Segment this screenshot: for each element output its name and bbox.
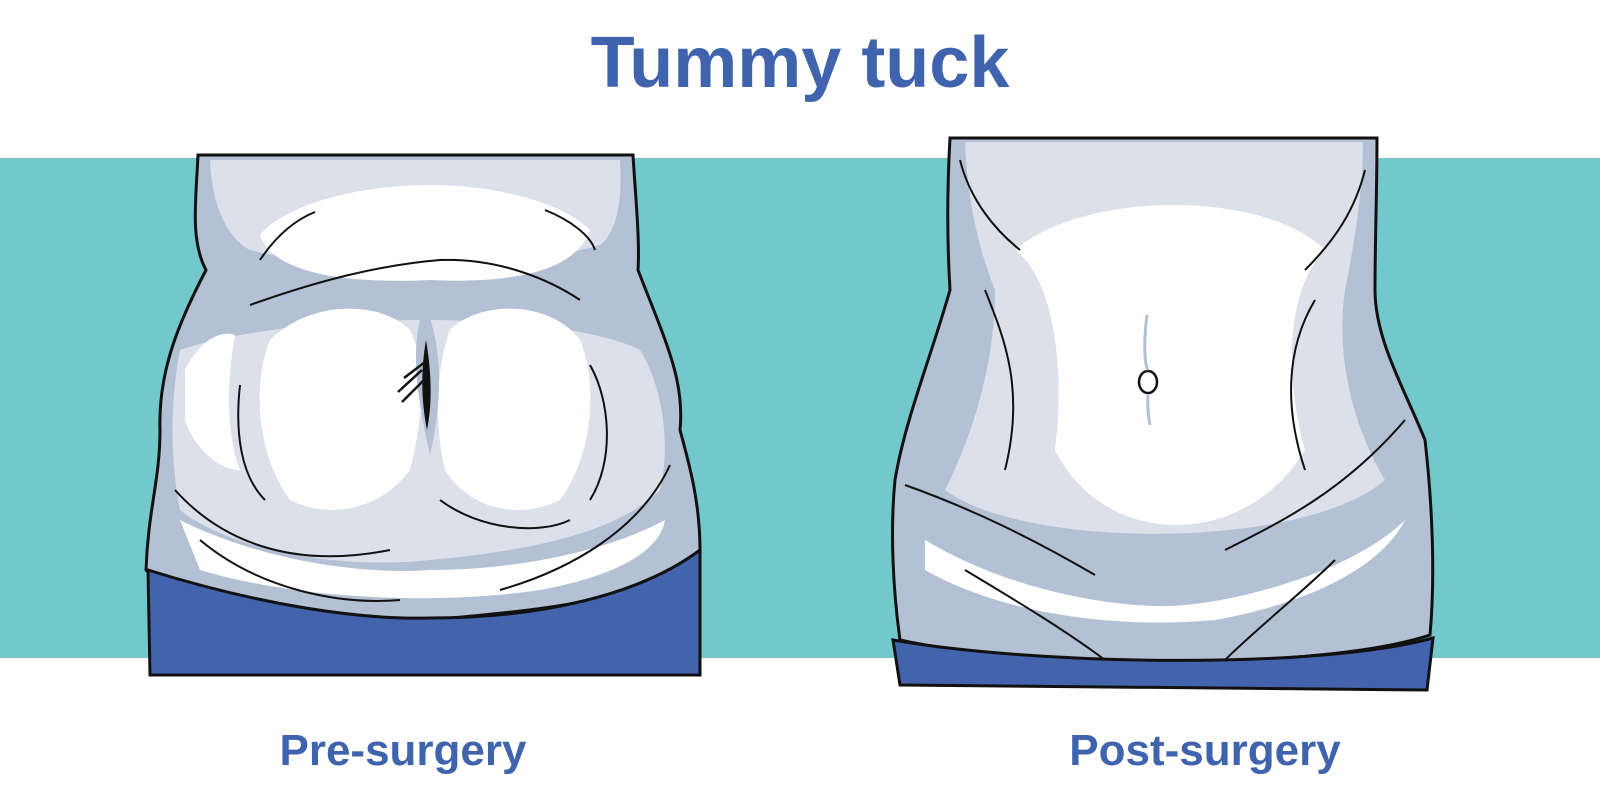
pre-surgery-label: Pre-surgery bbox=[279, 726, 527, 775]
diagram-title: Tummy tuck bbox=[590, 23, 1010, 103]
pre-surgery-torso-illustration bbox=[140, 130, 720, 700]
post-surgery-torso-illustration bbox=[885, 130, 1465, 710]
post-surgery-label: Post-surgery bbox=[1069, 726, 1341, 775]
